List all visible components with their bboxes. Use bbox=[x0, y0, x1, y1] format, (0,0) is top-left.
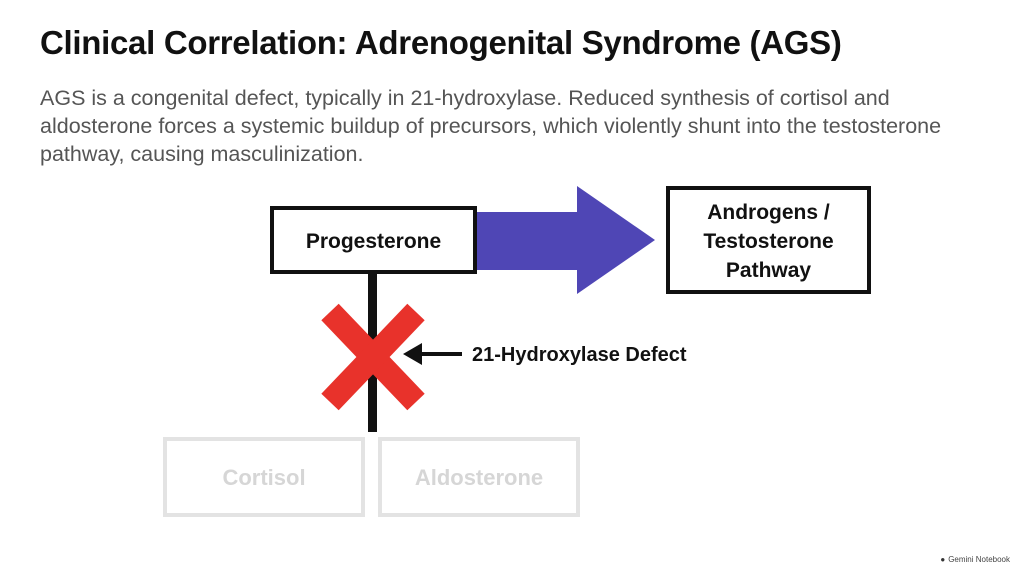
cortisol-label: Cortisol bbox=[222, 465, 305, 490]
footer-brand-label: Gemini Notebook bbox=[948, 555, 1010, 564]
footer-brand: ● Gemini Notebook bbox=[940, 555, 1010, 564]
slide-title: Clinical Correlation: Adrenogenital Synd… bbox=[40, 24, 842, 61]
aldosterone-box: Aldosterone bbox=[378, 437, 580, 517]
androgens-label-line-3: Pathway bbox=[726, 259, 812, 282]
androgens-box: Androgens / Testosterone Pathway bbox=[666, 186, 871, 294]
progesterone-box: Progesterone bbox=[270, 206, 477, 274]
defect-label: 21-Hydroxylase Defect bbox=[472, 344, 687, 366]
androgens-label-line-2: Testosterone bbox=[703, 230, 833, 253]
androgens-label-line-1: Androgens / bbox=[707, 201, 830, 224]
notebook-logo-icon: ● bbox=[940, 555, 946, 564]
shunt-arrow bbox=[477, 186, 655, 294]
slide-description: AGS is a congenital defect, typically in… bbox=[40, 86, 942, 166]
progesterone-label: Progesterone bbox=[306, 230, 441, 253]
enzyme-block-x-icon bbox=[321, 303, 425, 411]
defect-pointer-arrow bbox=[403, 343, 462, 365]
aldosterone-label: Aldosterone bbox=[415, 465, 543, 490]
cortisol-box: Cortisol bbox=[163, 437, 365, 517]
